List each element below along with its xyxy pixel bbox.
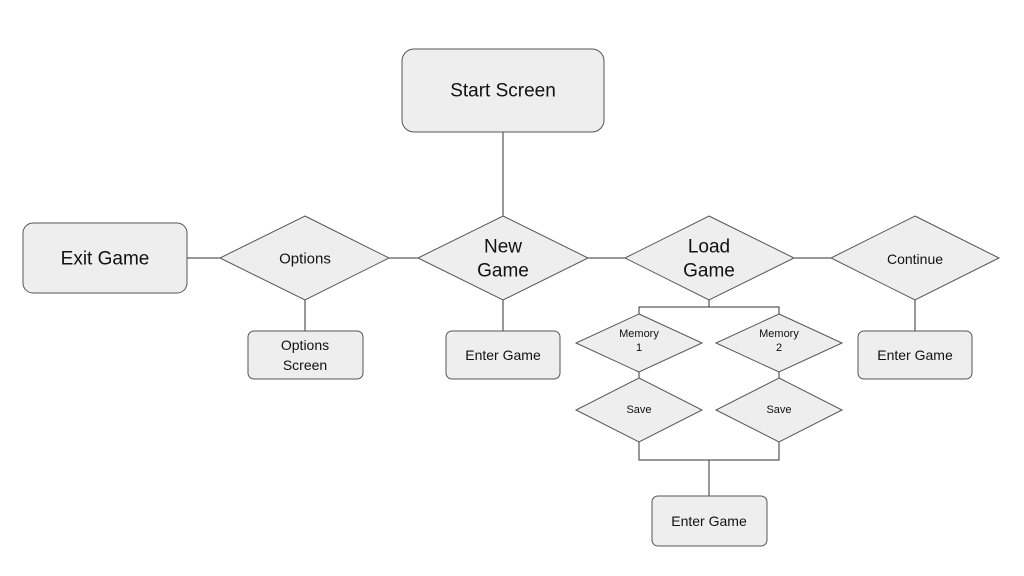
exit-game-label: Exit Game	[61, 249, 150, 270]
continue-decision: Continue	[829, 215, 1001, 301]
memory-2-label-line-1: Memory	[759, 328, 799, 340]
load-game-label-line-2: Game	[683, 261, 735, 282]
memory-1-decision: Memory 1	[574, 313, 704, 373]
options-screen-node: Options Screen	[247, 330, 364, 380]
continue-label: Continue	[887, 251, 943, 267]
new-game-label-line-2: Game	[477, 261, 529, 282]
options-screen-label-line-2: Screen	[283, 357, 327, 373]
memory-1-label-line-1: Memory	[619, 328, 659, 340]
load-game-label-line-1: Load	[688, 237, 730, 258]
enter-game-new-label: Enter Game	[465, 347, 541, 363]
save-2-label: Save	[766, 404, 791, 416]
enter-game-new-node: Enter Game	[445, 330, 561, 380]
memory-2-label-line-2: 2	[776, 342, 782, 354]
options-screen-label-line-1: Options	[281, 337, 329, 353]
memory-2-decision: Memory 2	[714, 313, 844, 373]
save-1-label: Save	[626, 404, 651, 416]
connector-load-game-to-memories	[638, 306, 780, 314]
exit-game-node: Exit Game	[22, 222, 188, 294]
new-game-decision: New Game	[416, 215, 590, 301]
options-label: Options	[279, 251, 331, 268]
load-game-decision: Load Game	[623, 215, 796, 301]
enter-game-continue-node: Enter Game	[857, 330, 973, 380]
start-screen-node: Start Screen	[401, 48, 605, 133]
new-game-label-line-1: New	[484, 237, 522, 258]
save-1-decision: Save	[574, 377, 704, 443]
enter-game-continue-label: Enter Game	[877, 347, 953, 363]
memory-1-label-line-2: 1	[636, 342, 642, 354]
enter-game-load-node: Enter Game	[651, 495, 768, 547]
options-decision: Options	[218, 215, 391, 301]
save-2-decision: Save	[714, 377, 844, 443]
start-screen-label: Start Screen	[450, 81, 556, 102]
connectors	[187, 132, 916, 496]
connector-saves-merge	[638, 442, 780, 461]
enter-game-load-label: Enter Game	[671, 513, 747, 529]
